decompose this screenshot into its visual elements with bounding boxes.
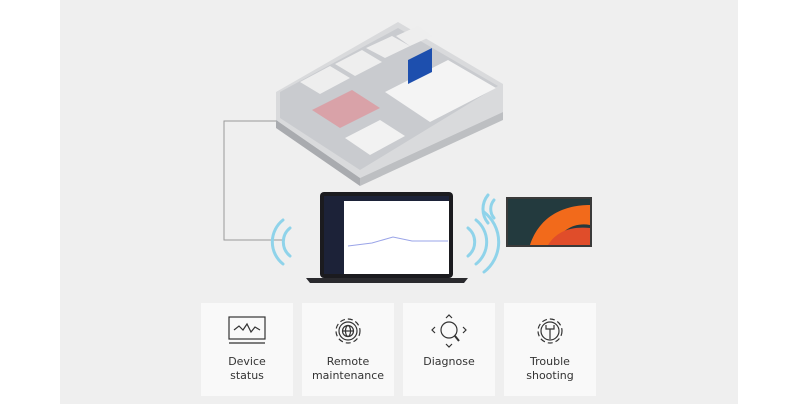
feature-label-line2: maintenance bbox=[311, 369, 385, 382]
feature-label-line1: Diagnose bbox=[423, 355, 475, 368]
laptop bbox=[306, 192, 468, 283]
feature-label-line2: status bbox=[230, 369, 264, 382]
connector-line bbox=[223, 120, 300, 241]
wireless-waves bbox=[270, 193, 501, 274]
monitor-pulse-icon bbox=[228, 316, 266, 344]
feature-label-line2: shooting bbox=[526, 369, 574, 382]
magnifier-icon bbox=[431, 314, 467, 348]
gear-wrench-icon bbox=[537, 318, 563, 344]
display-panel bbox=[506, 197, 592, 247]
building-floorplan bbox=[276, 22, 503, 186]
gear-globe-icon bbox=[335, 318, 361, 344]
feature-card-diagnose[interactable]: Diagnose bbox=[403, 303, 495, 396]
feature-label-line1: Remote bbox=[326, 355, 370, 368]
feature-label-line1: Trouble bbox=[530, 355, 570, 368]
feature-label-line1: Device bbox=[228, 355, 266, 368]
